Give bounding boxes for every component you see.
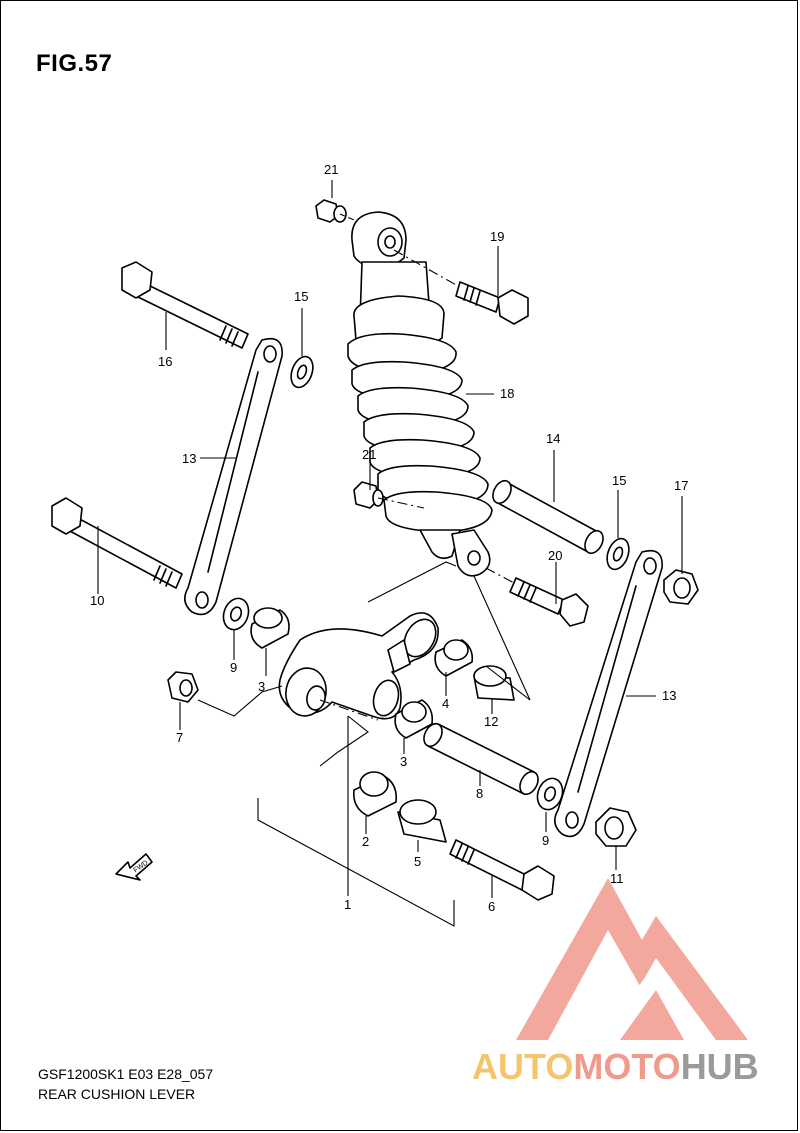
callout-11: 11 [610,871,624,886]
bolt-6 [449,839,555,901]
callout-3-mid: 3 [400,754,407,769]
watermark-text: AUTOMOTOHUB [472,1046,759,1087]
bearing-2 [352,771,398,817]
callout-9-left: 9 [230,660,237,675]
washer-9-left [222,597,250,631]
link-rod-right-13 [554,549,663,838]
spacer-8 [423,722,539,796]
callout-2: 2 [362,834,369,849]
washer-9-right [536,777,564,811]
callout-14: 14 [546,431,560,446]
watermark-logo-icon [516,878,748,1040]
callout-16: 16 [158,354,172,369]
callout-5: 5 [414,854,421,869]
leader-lines [97,180,683,927]
spacer-14 [492,479,604,555]
link-rod-left-13 [184,337,283,616]
callout-9-right: 9 [542,833,549,848]
bearing-3-left [250,607,290,649]
nut-7 [167,671,199,703]
callout-15-upper: 15 [294,289,308,304]
bearing-4 [434,639,474,677]
callout-20: 20 [548,548,562,563]
diagram-name: REAR CUSHION LEVER [38,1086,196,1102]
spacer-12 [473,665,515,701]
nut-17 [663,569,699,605]
callout-4: 4 [442,696,449,711]
callout-19: 19 [490,229,504,244]
nut-21-top [315,199,347,223]
washer-15-right [606,537,630,571]
callout-6: 6 [488,899,495,914]
bolt-20 [509,577,589,627]
callout-10: 10 [90,593,104,608]
callout-21-mid: 21 [362,447,376,462]
callout-21-top: 21 [324,162,338,177]
fwd-arrow-icon [115,853,153,881]
cushion-lever-1 [278,612,439,720]
callout-7: 7 [176,730,183,745]
model-code: GSF1200SK1 E03 E28_057 [38,1066,214,1082]
callout-18: 18 [500,386,514,401]
bolt-19 [455,281,529,325]
callout-13-right: 13 [662,688,676,703]
callout-labels: 21 19 15 16 18 13 14 21 15 17 10 20 9 3 … [90,162,688,914]
callout-15-right: 15 [612,473,626,488]
callout-8: 8 [476,786,483,801]
figure-title: FIG.57 [36,50,113,77]
nut-11 [595,807,637,847]
callout-1: 1 [344,897,351,912]
callout-3-left: 3 [258,679,265,694]
spacer-5 [397,799,447,843]
bolt-10 [51,497,183,589]
shock-absorber-18 [347,211,493,577]
callout-12: 12 [484,714,498,729]
callout-17: 17 [674,478,688,493]
callout-13-left: 13 [182,451,196,466]
washer-15-upper [290,355,314,389]
bolt-16 [121,261,249,349]
